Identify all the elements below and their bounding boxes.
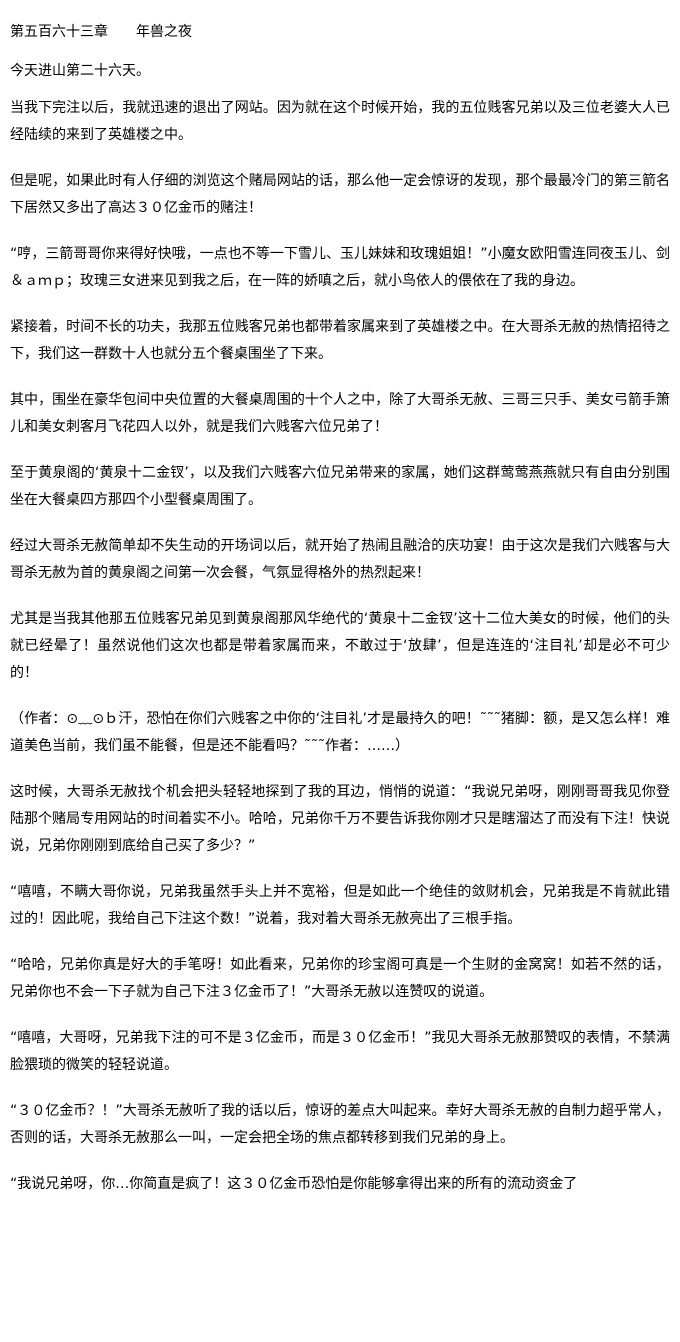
paragraph-11: 这时候，大哥杀无赦找个机会把头轻轻地探到了我的耳边，悄悄的说道：“我说兄弟呀，刚… — [10, 784, 670, 854]
paragraph-3: 但是呢，如果此时有人仔细的浏览这个赌局网站的话，那么他一定会惊讶的发现，那个最最… — [10, 173, 670, 216]
chapter-page: 第五百六十三章 年兽之夜 今天进山第二十六天。 当我下完注以后，我就迅速的退出了… — [10, 0, 670, 1198]
paragraph-1: 今天进山第二十六天。 — [10, 63, 150, 79]
paragraph-14: “嘻嘻，大哥呀，兄弟我下注的可不是３亿金币，而是３０亿金币！”我见大哥杀无赦那赞… — [10, 1030, 670, 1073]
paragraph-13: “哈哈，兄弟你真是好大的手笔呀！如此看来，兄弟你的珍宝阁可真是一个生财的金窝窝！… — [10, 957, 670, 1000]
paragraph-7: 至于黄泉阁的‘黄泉十二金钗’，以及我们六贱客六位兄弟带来的家属，她们这群莺莺燕燕… — [10, 465, 670, 508]
paragraph-4: “哼，三箭哥哥你来得好快哦，一点也不等一下雪儿、玉儿妹妹和玫瑰姐姐！”小魔女欧阳… — [10, 246, 670, 289]
paragraph-6: 其中，围坐在豪华包间中央位置的大餐桌周围的十个人之中，除了大哥杀无赦、三哥三只手… — [10, 392, 670, 435]
chapter-title: 第五百六十三章 年兽之夜 — [10, 24, 192, 40]
paragraph-5: 紧接着，时间不长的功夫，我那五位贱客兄弟也都带着家属来到了英雄楼之中。在大哥杀无… — [10, 319, 670, 362]
paragraph-15: “３０亿金币？！”大哥杀无赦听了我的话以后，惊讶的差点大叫起来。幸好大哥杀无赦的… — [10, 1103, 670, 1146]
paragraph-16: “我说兄弟呀，你…你简直是疯了！这３０亿金币恐怕是你能够拿得出来的所有的流动资金… — [10, 1176, 578, 1192]
paragraph-10: （作者：⊙﹏⊙ｂ汗，恐怕在你们六贱客之中你的‘注目礼’才是最持久的吧！˜˜˜猪脚… — [10, 711, 670, 754]
paragraph-8: 经过大哥杀无赦简单却不失生动的开场词以后，就开始了热闹且融洽的庆功宴！由于这次是… — [10, 538, 670, 581]
paragraph-9: 尤其是当我其他那五位贱客兄弟见到黄泉阁那风华绝代的‘黄泉十二金钗’这十二位大美女… — [10, 611, 670, 681]
paragraph-2: 当我下完注以后，我就迅速的退出了网站。因为就在这个时候开始，我的五位贱客兄弟以及… — [10, 100, 670, 143]
paragraph-12: “嘻嘻，不瞒大哥你说，兄弟我虽然手头上并不宽裕，但是如此一个绝佳的敛财机会，兄弟… — [10, 884, 670, 927]
